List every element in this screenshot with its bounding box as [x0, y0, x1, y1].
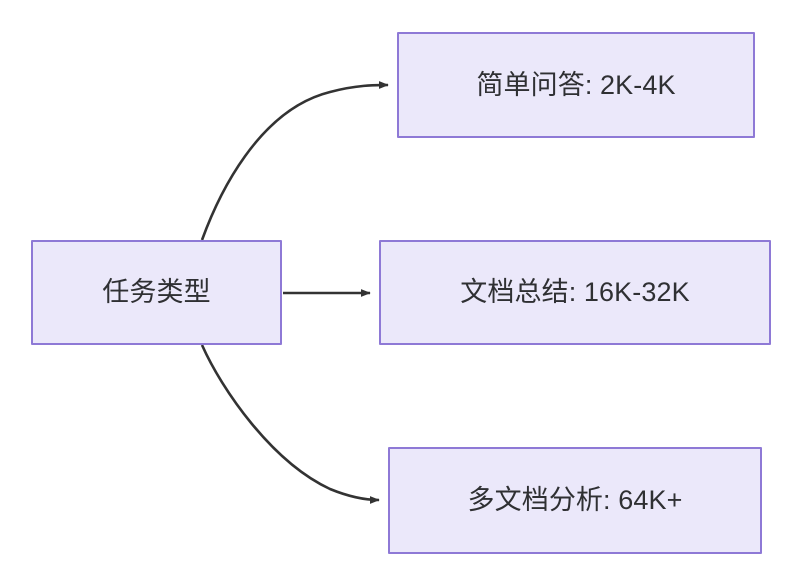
edge-source-to-simple-qa — [200, 81, 389, 241]
node-simple-qa-label: 简单问答: 2K-4K — [476, 69, 676, 100]
node-task-type-label: 任务类型 — [102, 277, 211, 308]
node-multi-doc-analysis[interactable]: 多文档分析: 64K+ — [388, 447, 762, 554]
node-doc-summary[interactable]: 文档总结: 16K-32K — [379, 240, 771, 345]
node-simple-qa[interactable]: 简单问答: 2K-4K — [397, 32, 755, 138]
node-doc-summary-label: 文档总结: 16K-32K — [460, 277, 690, 308]
node-task-type[interactable]: 任务类型 — [31, 240, 282, 345]
edge-source-to-multi-doc — [200, 344, 380, 504]
node-multi-doc-analysis-label: 多文档分析: 64K+ — [467, 485, 683, 516]
